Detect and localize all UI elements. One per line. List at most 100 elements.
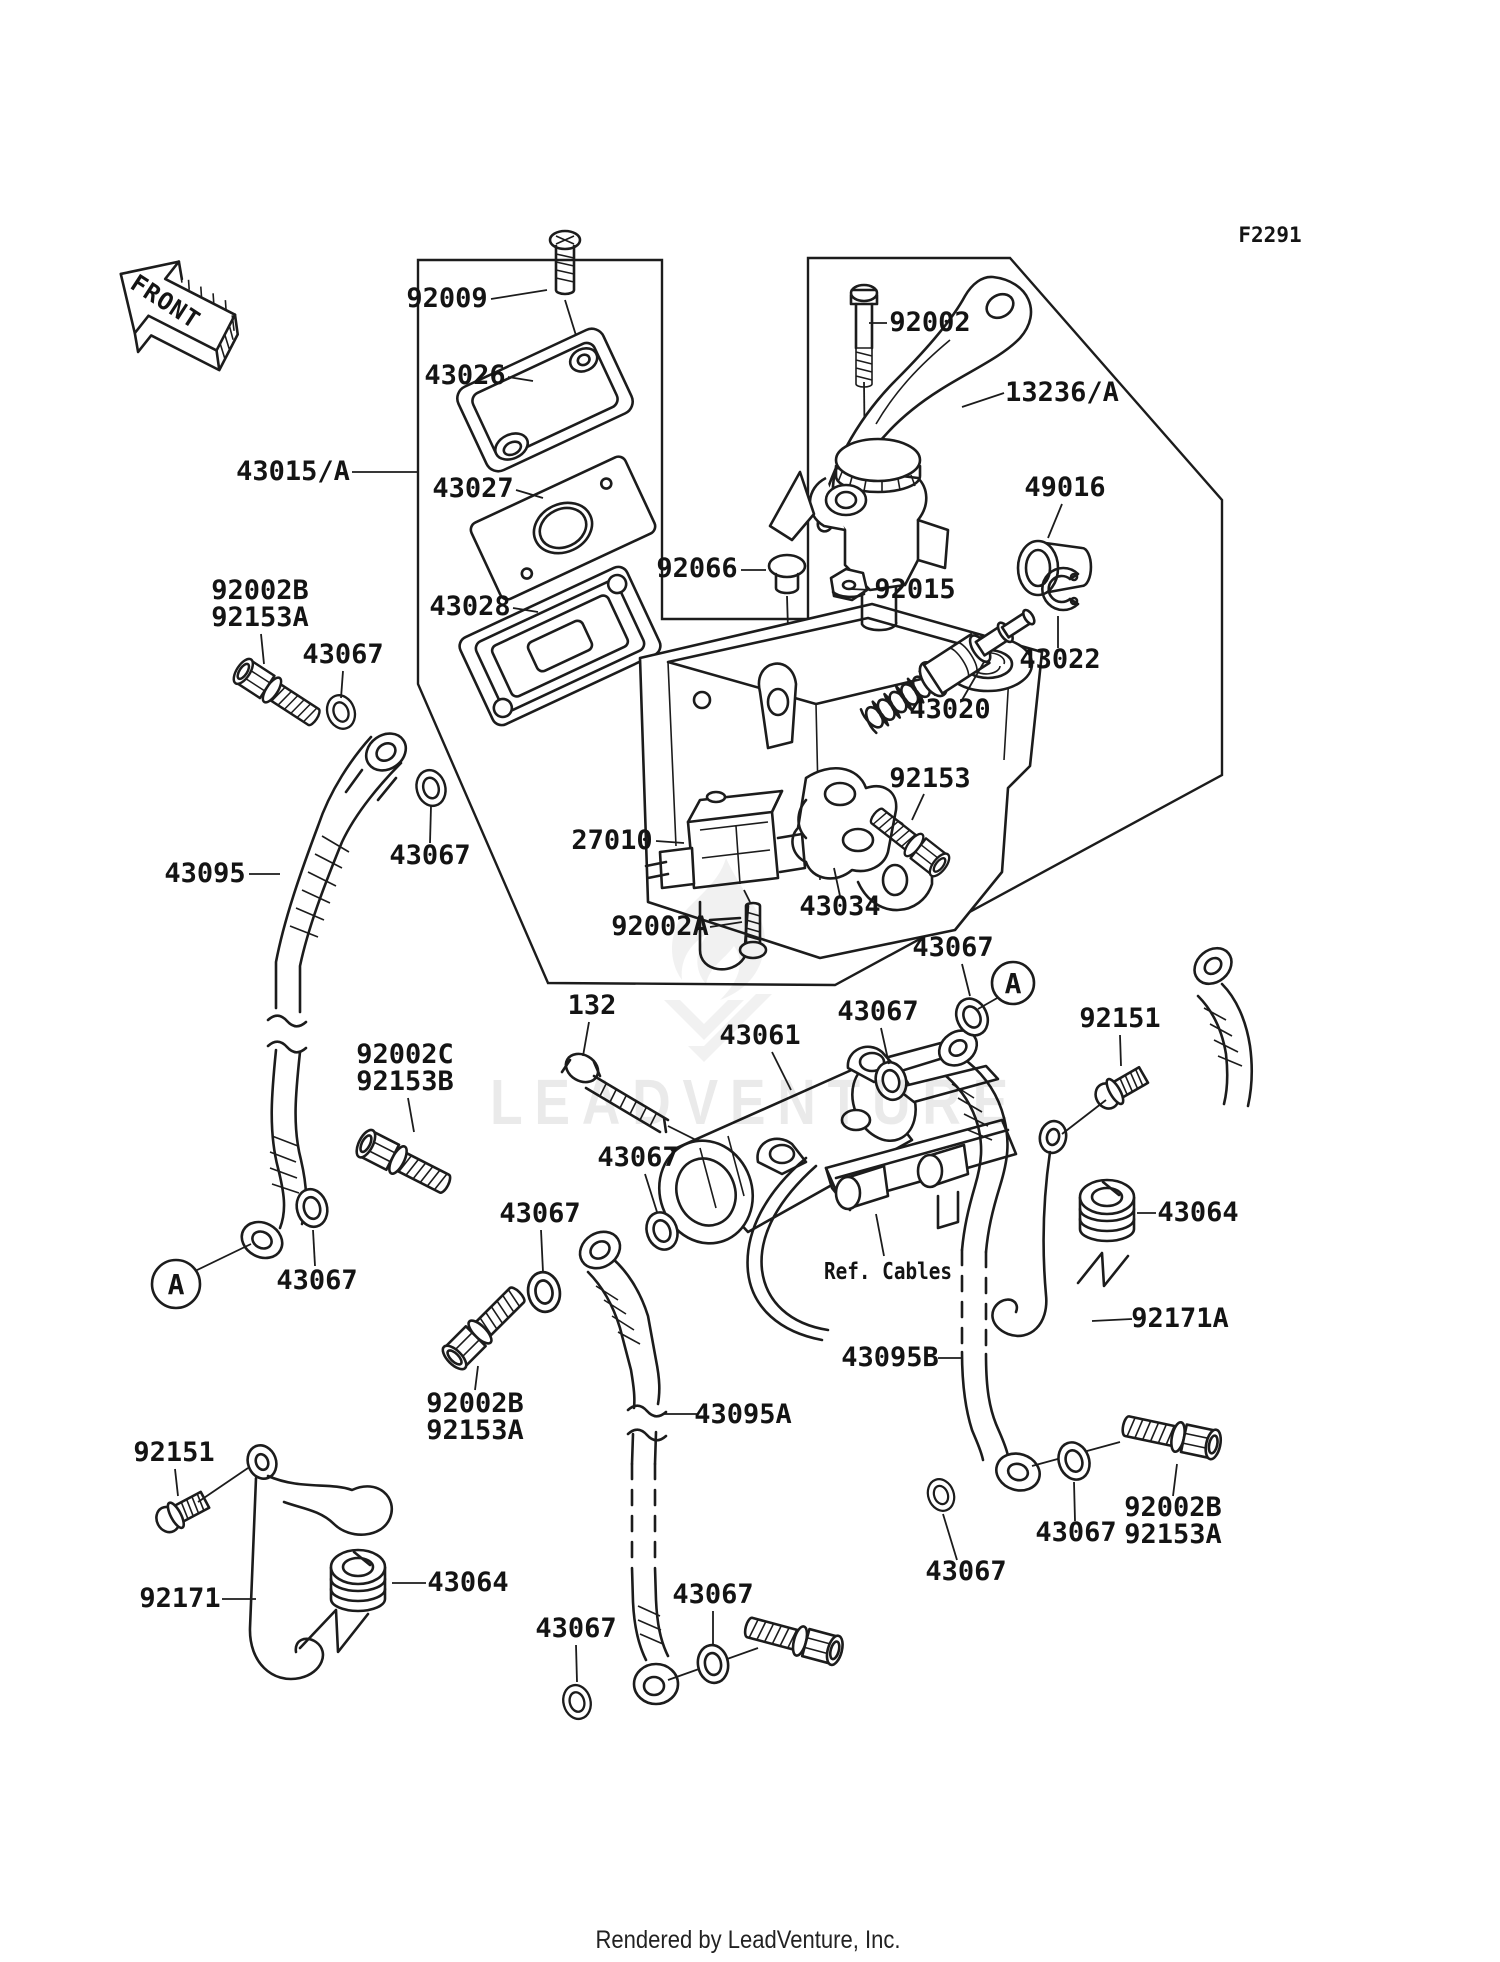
screw-threads (855, 347, 873, 388)
part-label-text: 43067 (535, 1613, 616, 1644)
banjo-hole (642, 1675, 666, 1697)
detail-marker-a-right: A (977, 960, 1036, 1010)
part-label-text: 43027 (432, 473, 513, 504)
part-label-text: 43095 (164, 858, 245, 889)
hose-wall (610, 1256, 670, 1658)
hose-wall (270, 735, 373, 1230)
leader-line (644, 1173, 658, 1213)
part-label-43067-11: 43067 (925, 1513, 1007, 1587)
part-label-text: 43095A (694, 1399, 792, 1430)
part-label-text: 43022 (1019, 644, 1100, 675)
part-label-text: 43064 (1157, 1197, 1238, 1228)
part-label-text: 92153A (1124, 1519, 1222, 1550)
washer-43067-9 (558, 1680, 596, 1724)
part-label-text: 43015/A (236, 456, 350, 487)
cup-mouth (1024, 548, 1052, 588)
part-label-text: 43067 (597, 1142, 678, 1173)
screw-head-side (849, 288, 879, 306)
grommet-43064-right (1078, 1178, 1136, 1243)
ear-hole (768, 1143, 796, 1165)
part-label-49016: 49016 (1024, 472, 1106, 539)
wire-clip-92171 (150, 1444, 393, 1681)
switch-button (705, 790, 727, 804)
part-label-text: 92171A (1131, 1303, 1229, 1334)
reservoir-lug (856, 854, 934, 912)
part-number-labels: F2291920094302643015/A430274302892066920… (133, 223, 1302, 1683)
clip-eyelet-hole (1045, 1127, 1061, 1147)
hose-break-marks (626, 1404, 668, 1442)
screw-threads (745, 911, 761, 941)
part-label-92151-l: 92151 (133, 1437, 215, 1497)
screw-pan-head (738, 940, 768, 960)
leader-line (961, 661, 985, 701)
hose-braid-hatch (951, 1083, 993, 1141)
leader-line (407, 1097, 415, 1133)
clip-wire (248, 1476, 325, 1681)
part-label-text: 92002B (426, 1388, 524, 1419)
part-label-text: 43095B (841, 1342, 939, 1373)
marker-letter: A (1005, 967, 1022, 1000)
part-label-text: 43067 (1035, 1517, 1116, 1548)
plate-center-hole (532, 501, 594, 555)
nut-hole (841, 579, 857, 591)
ferrule-end (916, 1153, 944, 1189)
part-label-text: 43067 (389, 840, 470, 871)
screw-shank (554, 244, 576, 296)
cap-screw-hole-inner (576, 353, 591, 367)
nut-flange (831, 590, 866, 599)
footer-credit: Rendered by LeadVenture, Inc. (596, 1926, 901, 1954)
leader-line (942, 1513, 958, 1561)
part-label-43067-8: 43067 (672, 1579, 754, 1644)
part-label-43067-4: 43067 (837, 996, 919, 1065)
bolt-head-facets (560, 1058, 602, 1078)
leader-line (312, 1229, 316, 1267)
cylinder-pin (894, 1064, 1000, 1104)
reservoir-tab (757, 662, 798, 750)
cap-outer (456, 327, 634, 473)
marker-letter: A (168, 1268, 185, 1301)
circlip-lug (1069, 572, 1079, 582)
detail-markers: AA (150, 960, 1036, 1310)
leader-line (849, 588, 873, 591)
washer-43067-7 (523, 1268, 565, 1316)
cable-bracket-ref-cables (746, 1118, 1018, 1342)
part-label-text: 92151 (133, 1437, 214, 1468)
perch-cap-knurl (837, 471, 916, 492)
part-label-43067-9: 43067 (535, 1613, 617, 1683)
banjo-bolt-92002b-center (740, 1610, 847, 1668)
watermark-text: LEADVENTURE (490, 1066, 1020, 1138)
plate-center-hole-inner (538, 506, 588, 550)
hose-dashed-section (630, 1462, 657, 1570)
part-label-43095: 43095 (164, 858, 280, 889)
leader-line (1119, 1034, 1122, 1067)
leader-line (429, 805, 432, 844)
diaphragm-outer (458, 565, 662, 727)
bolt-to-eyelet-line (1061, 1099, 1107, 1135)
hose-break-marks (266, 1014, 308, 1054)
hose-dashed-section (960, 1248, 988, 1356)
piston-spring2 (859, 669, 932, 729)
leader-line (961, 963, 971, 997)
part-label-92171a: 92171A (1091, 1303, 1229, 1334)
part-label-text: 92002B (1124, 1492, 1222, 1523)
pivot-nut-92015 (829, 567, 869, 602)
hose-top-banjo (364, 732, 408, 772)
part-label-92153: 92153 (889, 763, 971, 821)
part-label-text: F2291 (1238, 223, 1301, 247)
hose-braid-hatch (595, 1285, 664, 1645)
screw-head (849, 283, 879, 303)
switch-to-screw-line (743, 889, 751, 903)
clip-wire (991, 1150, 1052, 1338)
front-arrow-face (119, 260, 237, 352)
part-label-43020: 43020 (909, 661, 991, 725)
part-label-ref-cables: Ref. Cables (824, 1213, 952, 1285)
cylinder-bore (657, 1139, 755, 1245)
part-label-text: 92151 (1079, 1003, 1160, 1034)
switch-panel-lines (699, 821, 771, 885)
part-label-43067-1: 43067 (302, 639, 384, 699)
part-label-text: 132 (568, 990, 617, 1021)
